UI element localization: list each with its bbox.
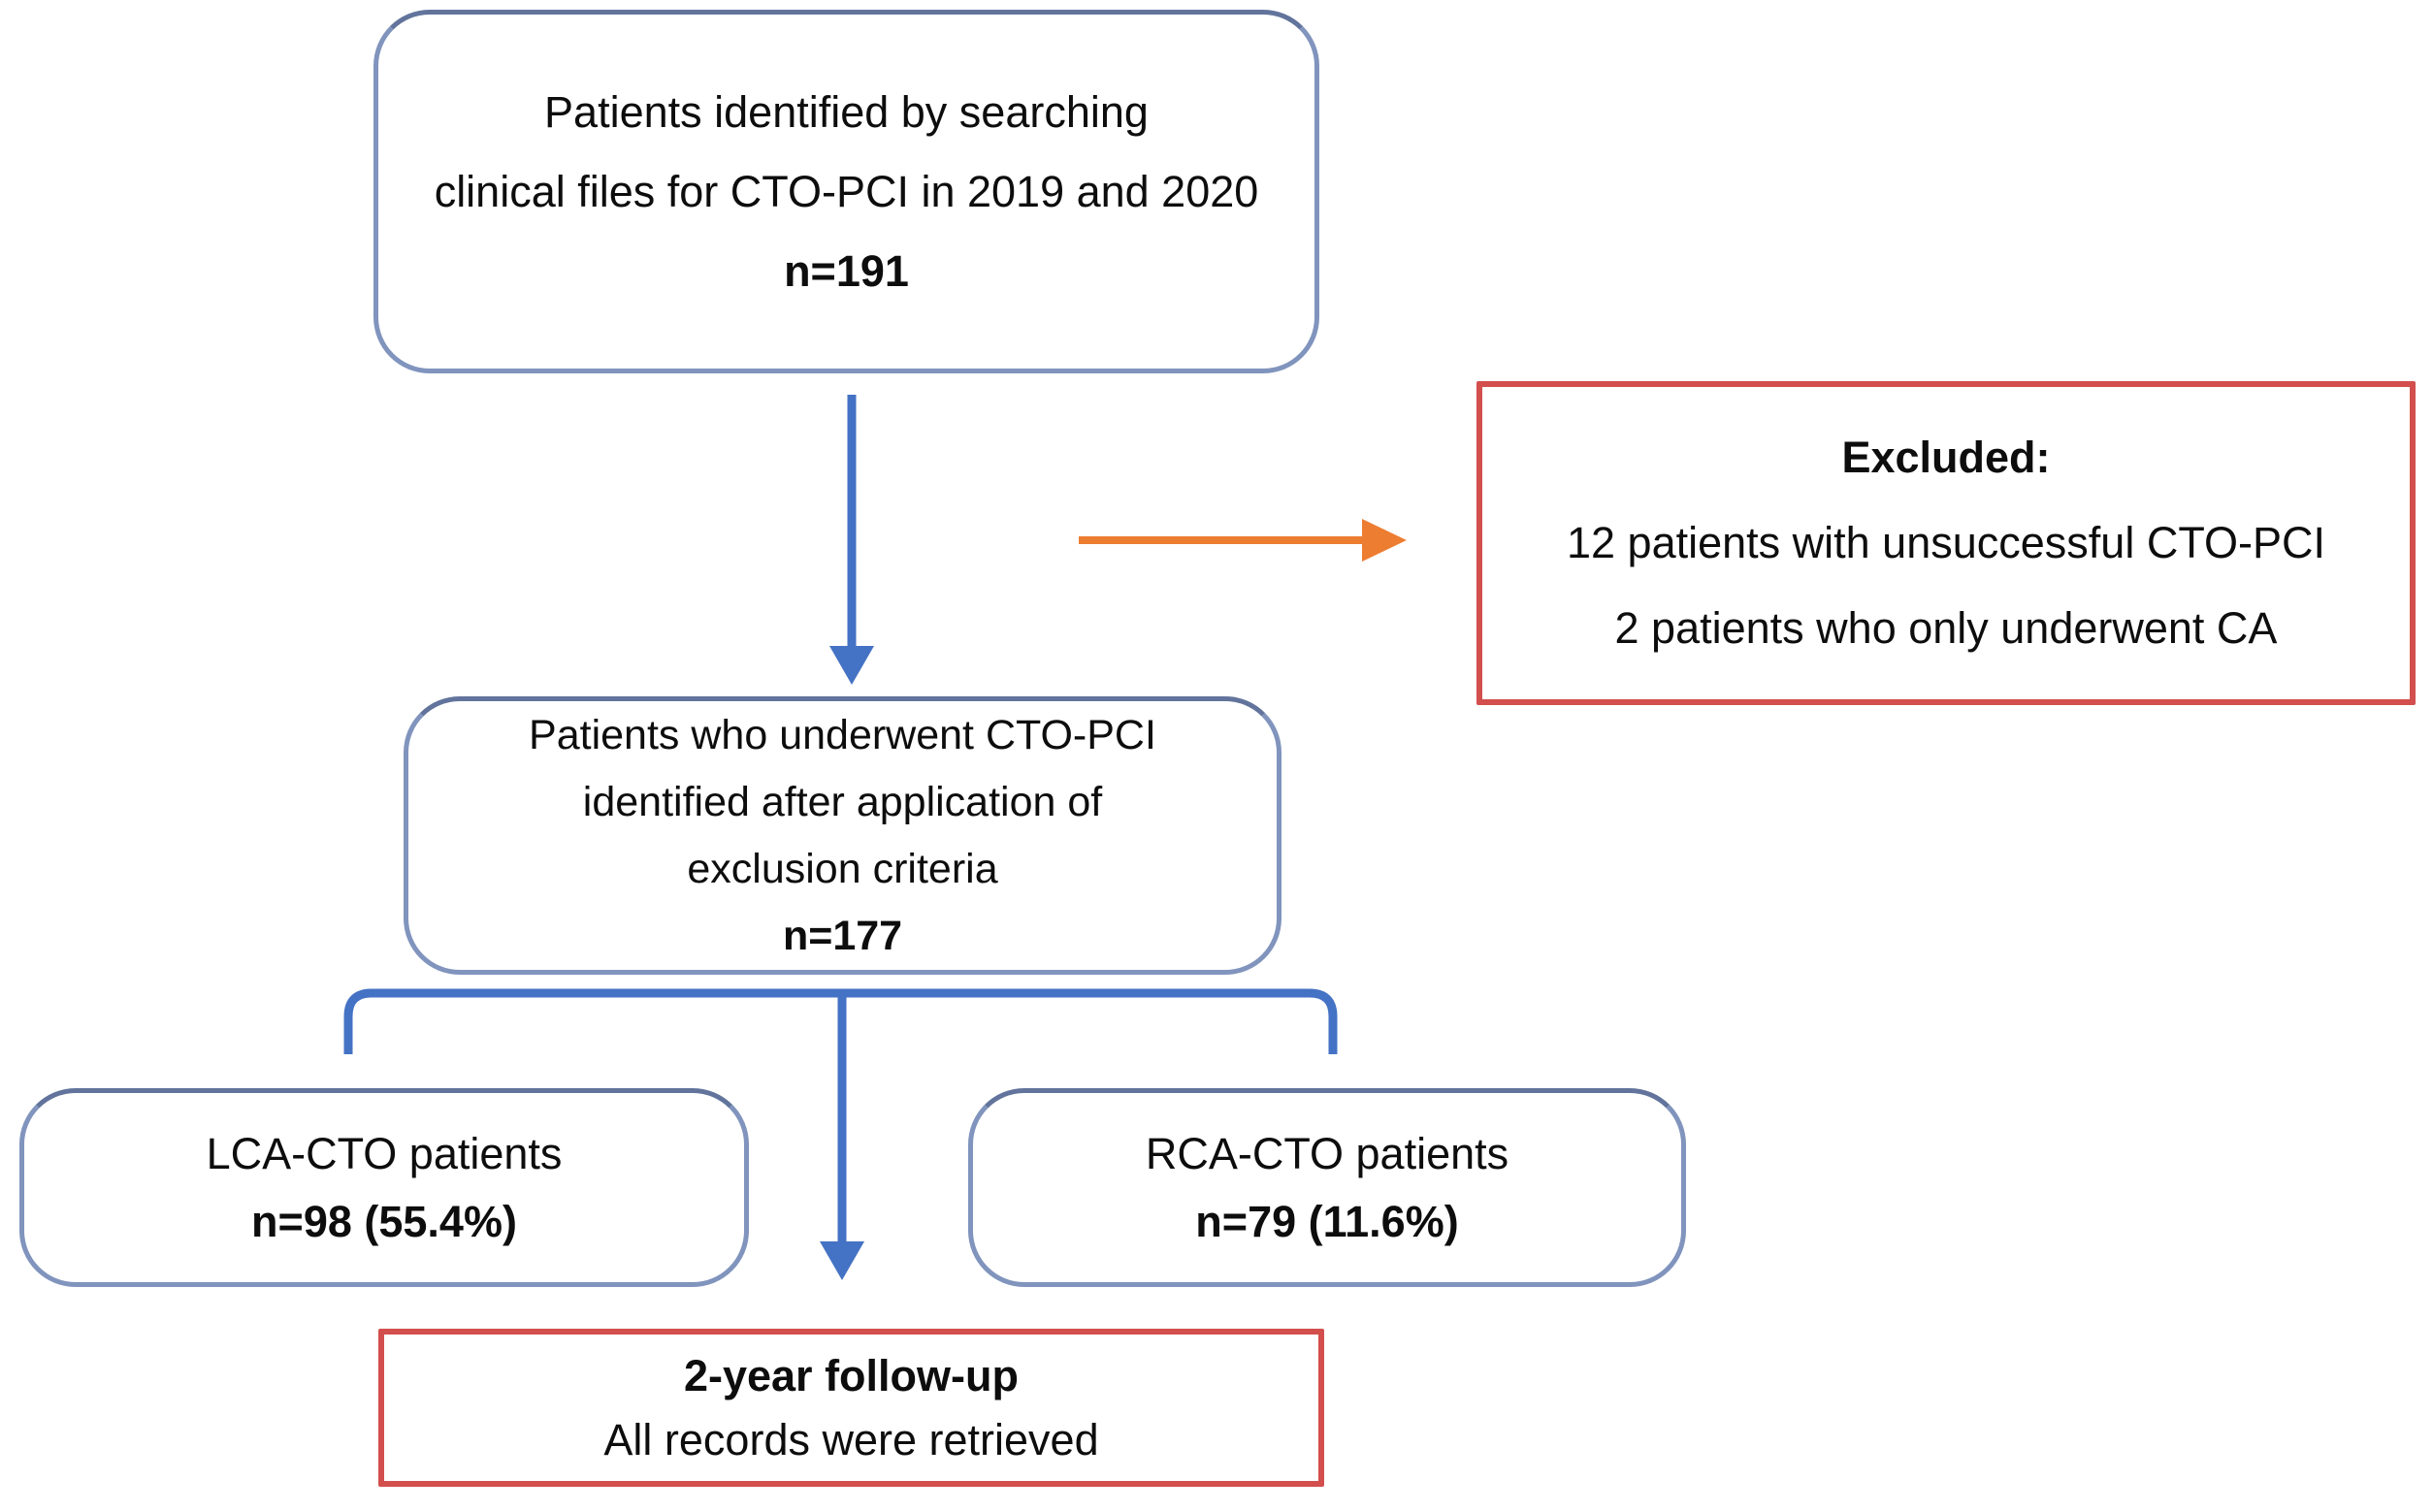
rca-cto-label: RCA-CTO patients [1145,1128,1509,1178]
down-arrow-top-to-middle [829,395,874,685]
branch-connector [343,988,1338,1054]
right-arrow-to-excluded [1079,519,1407,562]
excluded-reason-2: 2 patients who only underwent CA [1614,603,2278,653]
post-exclusion-count: n=177 [782,912,903,959]
post-exclusion-text-line2: identified after application of [582,778,1103,825]
post-exclusion-patients-box: Patients who underwent CTO-PCI identifie… [404,696,1281,975]
post-exclusion-text-line3: exclusion criteria [687,845,998,892]
excluded-box: Excluded: 12 patients with unsuccessful … [1476,381,2416,705]
rca-cto-count: n=79 (11.6%) [1195,1196,1459,1246]
identified-patients-text-line2: clinical files for CTO-PCI in 2019 and 2… [434,166,1259,216]
down-arrow-to-followup [820,993,864,1280]
followup-box: 2-year follow-up All records were retrie… [378,1329,1324,1487]
excluded-reason-1: 12 patients with unsuccessful CTO-PCI [1566,518,2325,567]
followup-subtitle: All records were retrieved [603,1414,1099,1464]
identified-patients-box: Patients identified by searching clinica… [373,10,1319,373]
followup-title: 2-year follow-up [683,1350,1020,1400]
rca-cto-box: RCA-CTO patients n=79 (11.6%) [968,1088,1686,1287]
lca-cto-box: LCA-CTO patients n=98 (55.4%) [19,1088,749,1287]
lca-cto-label: LCA-CTO patients [206,1128,563,1178]
post-exclusion-text-line1: Patients who underwent CTO-PCI [529,711,1156,758]
lca-cto-count: n=98 (55.4%) [251,1196,517,1246]
identified-patients-count: n=191 [784,245,909,296]
identified-patients-text-line1: Patients identified by searching [544,86,1149,137]
excluded-title: Excluded: [1841,433,2051,482]
